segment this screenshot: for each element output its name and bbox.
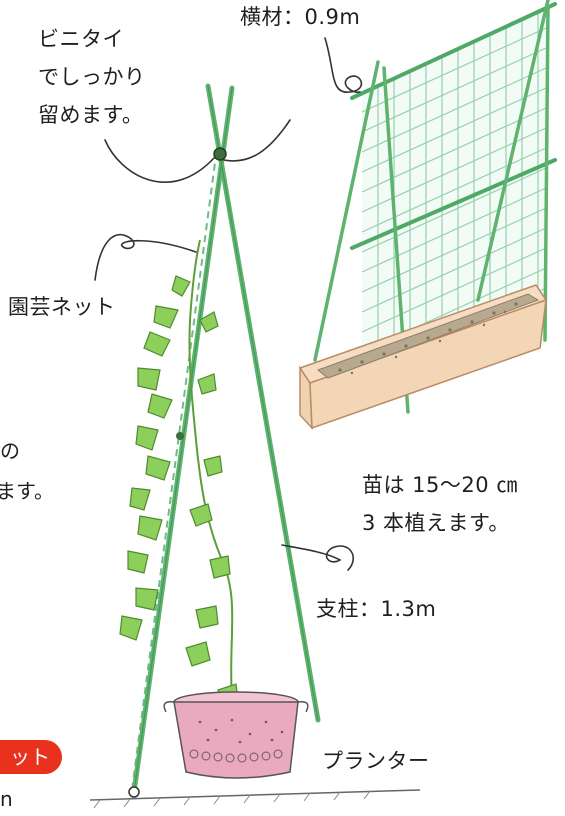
cutoff-red-badge: ット [0,740,62,774]
aframe-pole-illustration [89,83,421,809]
garden-net-label: 園芸ネット [8,295,116,319]
cutoff-text-line2: ます。 [0,479,54,503]
net-trellis-planter-illustration [298,0,557,431]
planter-label: プランター [322,749,430,773]
pole-length-label: 支柱：1.3m [316,597,437,621]
crossbar-label: 横材：0.9m [240,5,361,29]
cutoff-text-line1: の [0,439,20,463]
cutoff-text-bottom: n [0,787,13,811]
tie-note-label: ビニタイ でしっかり 留めます。 [38,27,146,127]
leader-lines [94,37,363,571]
seedlings-label: 苗は 15〜20 ㎝ 3 本植えます。 [362,473,518,535]
